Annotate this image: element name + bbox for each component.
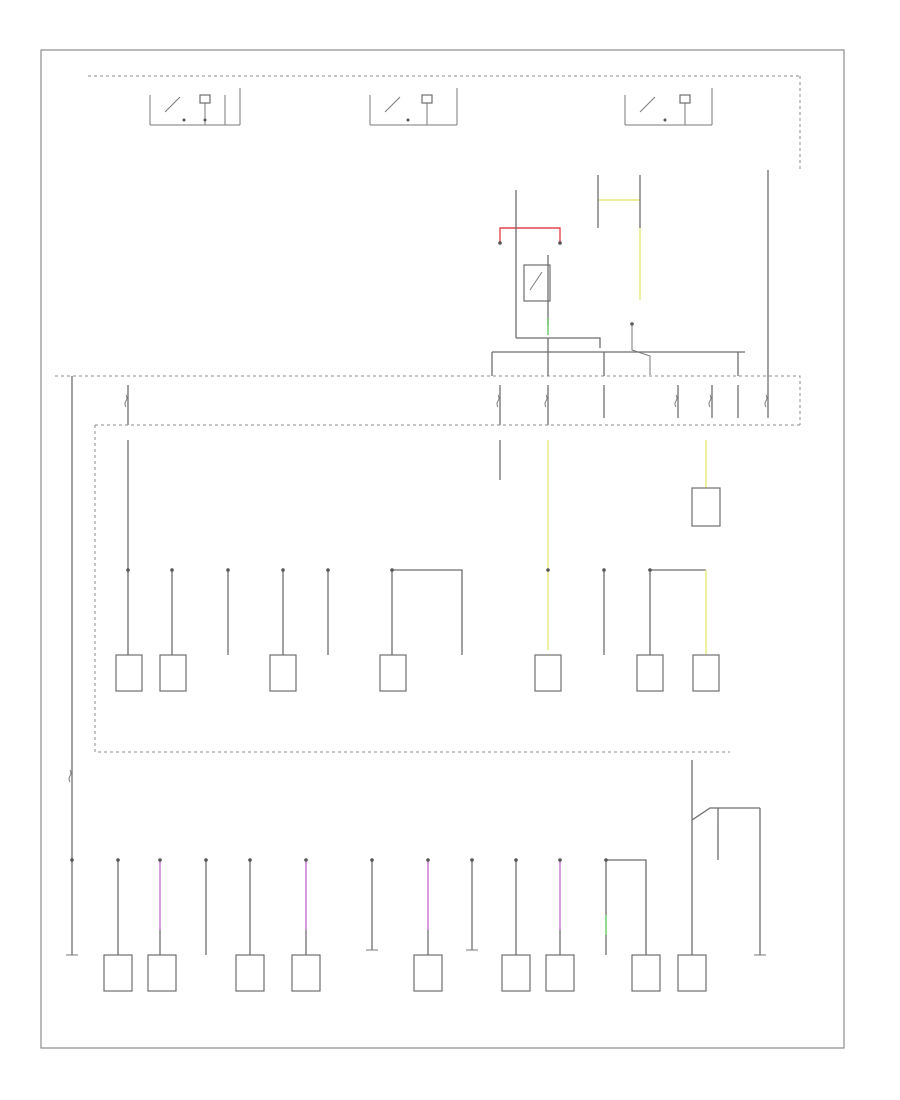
component-n [677,954,707,992]
component-1 [115,654,143,692]
diagram-frame [40,49,845,1049]
component-j [501,954,531,992]
component-k [545,954,575,992]
middle-fuse-bus [94,424,800,753]
component-c [147,954,177,992]
component-10 [692,654,720,692]
component-9 [636,654,664,692]
relay-area [498,170,769,375]
upper-row-components [115,568,720,692]
component-m [631,954,661,992]
switch-group-left [88,75,800,126]
module-right [691,487,721,527]
component-e [235,954,265,992]
lower-row-components [66,858,766,992]
upper-fuse-bus [55,338,801,760]
lower-fuse-bus [68,760,761,955]
component-4 [269,654,297,692]
component-b [103,954,133,992]
component-7 [534,654,562,692]
red-wire [499,227,561,243]
component-f [291,954,321,992]
switch-group-right [624,88,713,126]
switch-group-middle [369,88,458,126]
component-2 [159,654,187,692]
component-6 [379,654,407,692]
component-h [413,954,443,992]
